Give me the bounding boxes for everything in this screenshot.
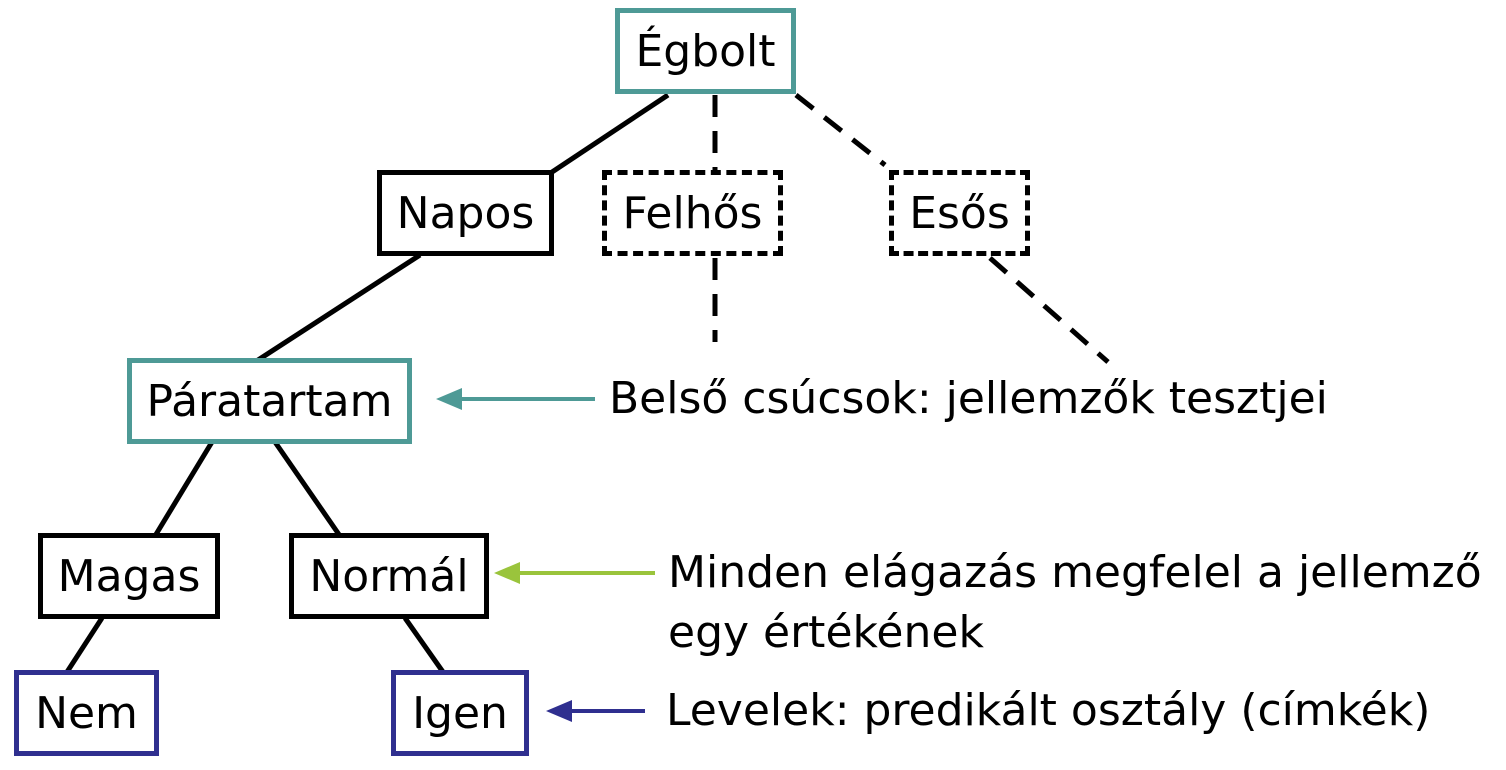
node-paratartam-label: Páratartam: [146, 375, 393, 427]
node-magas: Magas: [38, 533, 220, 619]
edge-paratartam-normal: [272, 440, 343, 538]
node-magas-label: Magas: [57, 550, 201, 602]
node-felhos-label: Felhős: [622, 187, 763, 239]
node-nem-label: Nem: [35, 687, 138, 739]
node-egbolt-label: Égbolt: [635, 25, 776, 77]
annotation-internal-nodes: Belső csúcsok: jellemzők tesztjei: [609, 373, 1328, 424]
node-felhos: Felhős: [602, 170, 783, 256]
node-nem: Nem: [14, 670, 159, 756]
node-paratartam: Páratartam: [127, 358, 412, 444]
annotation-branches-line2: egy értékének: [668, 607, 984, 658]
edge-normal-igen: [402, 616, 446, 674]
node-napos-label: Napos: [396, 187, 535, 239]
node-igen: Igen: [391, 670, 529, 756]
arrow-branches: [494, 562, 655, 584]
node-egbolt: Égbolt: [615, 8, 796, 94]
edge-paratartam-magas: [152, 440, 215, 538]
node-normal: Normál: [289, 533, 489, 619]
annotation-leaves: Levelek: predikált osztály (címkék): [666, 685, 1431, 736]
node-igen-label: Igen: [412, 687, 508, 739]
node-normal-label: Normál: [309, 550, 469, 602]
edge-egbolt-esos: [794, 93, 887, 167]
arrow-internal-nodes: [436, 388, 595, 410]
node-esos-label: Esős: [909, 187, 1010, 239]
edge-napos-paratartam: [253, 252, 422, 365]
edge-esos-continuation: [988, 256, 1110, 364]
edge-magas-nem: [64, 616, 105, 674]
arrow-leaves: [546, 700, 645, 722]
annotation-branches-line1: Minden elágazás megfelel a jellemző: [668, 547, 1482, 598]
node-esos: Esős: [889, 170, 1030, 256]
node-napos: Napos: [377, 170, 554, 256]
